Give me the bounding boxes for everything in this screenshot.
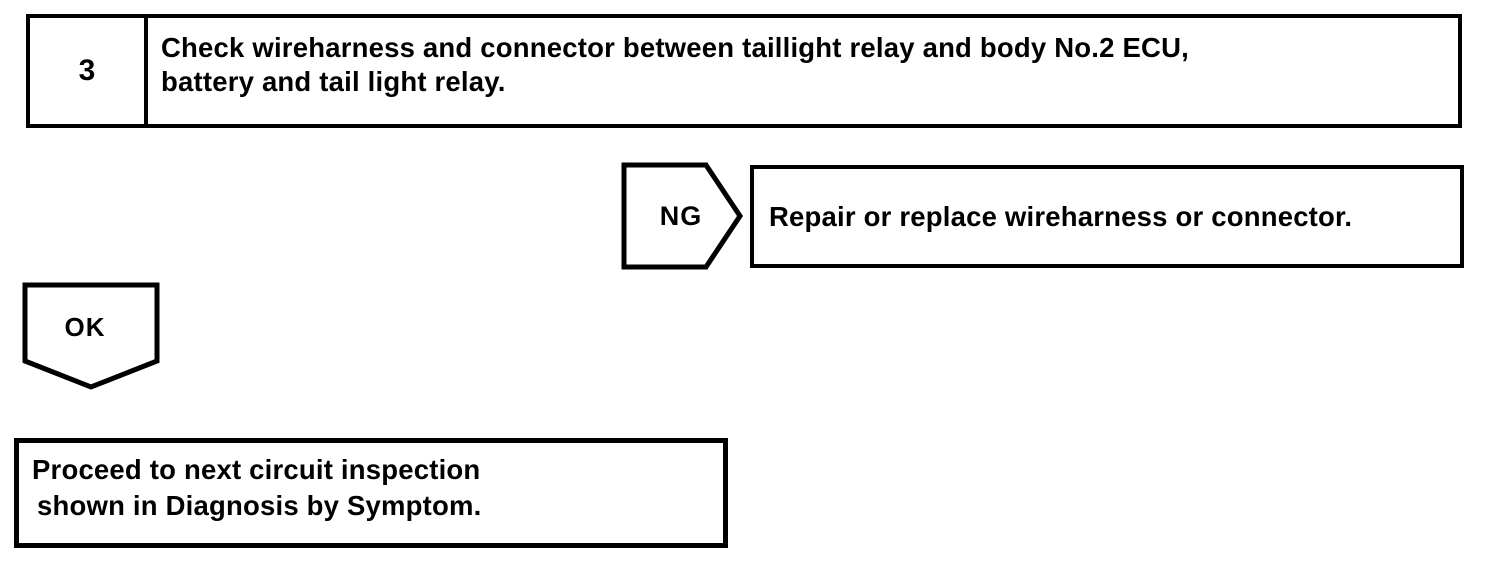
- ng-pentagon-icon: [621, 162, 743, 270]
- step-number: 3: [30, 18, 148, 124]
- ng-connector-shape: NG: [621, 162, 743, 270]
- ng-label: NG: [659, 200, 703, 231]
- ok-label: OK: [64, 311, 106, 342]
- result-line-2: shown in Diagnosis by Symptom.: [37, 490, 482, 521]
- step-box: 3 Check wireharness and connector betwee…: [26, 14, 1462, 128]
- step-instruction-line-2: battery and tail light relay.: [161, 66, 506, 97]
- step-instruction: Check wireharness and connector between …: [148, 18, 1458, 124]
- result-box: Proceed to next circuit inspection shown…: [14, 438, 728, 548]
- step-instruction-line-1: Check wireharness and connector between …: [161, 32, 1189, 63]
- ng-action-box: Repair or replace wireharness or connect…: [750, 165, 1464, 268]
- ok-connector-shape: OK: [22, 282, 160, 390]
- result-line-1: Proceed to next circuit inspection: [32, 454, 481, 485]
- ok-pentagon-icon: [22, 282, 160, 390]
- ng-action-text: Repair or replace wireharness or connect…: [769, 200, 1353, 232]
